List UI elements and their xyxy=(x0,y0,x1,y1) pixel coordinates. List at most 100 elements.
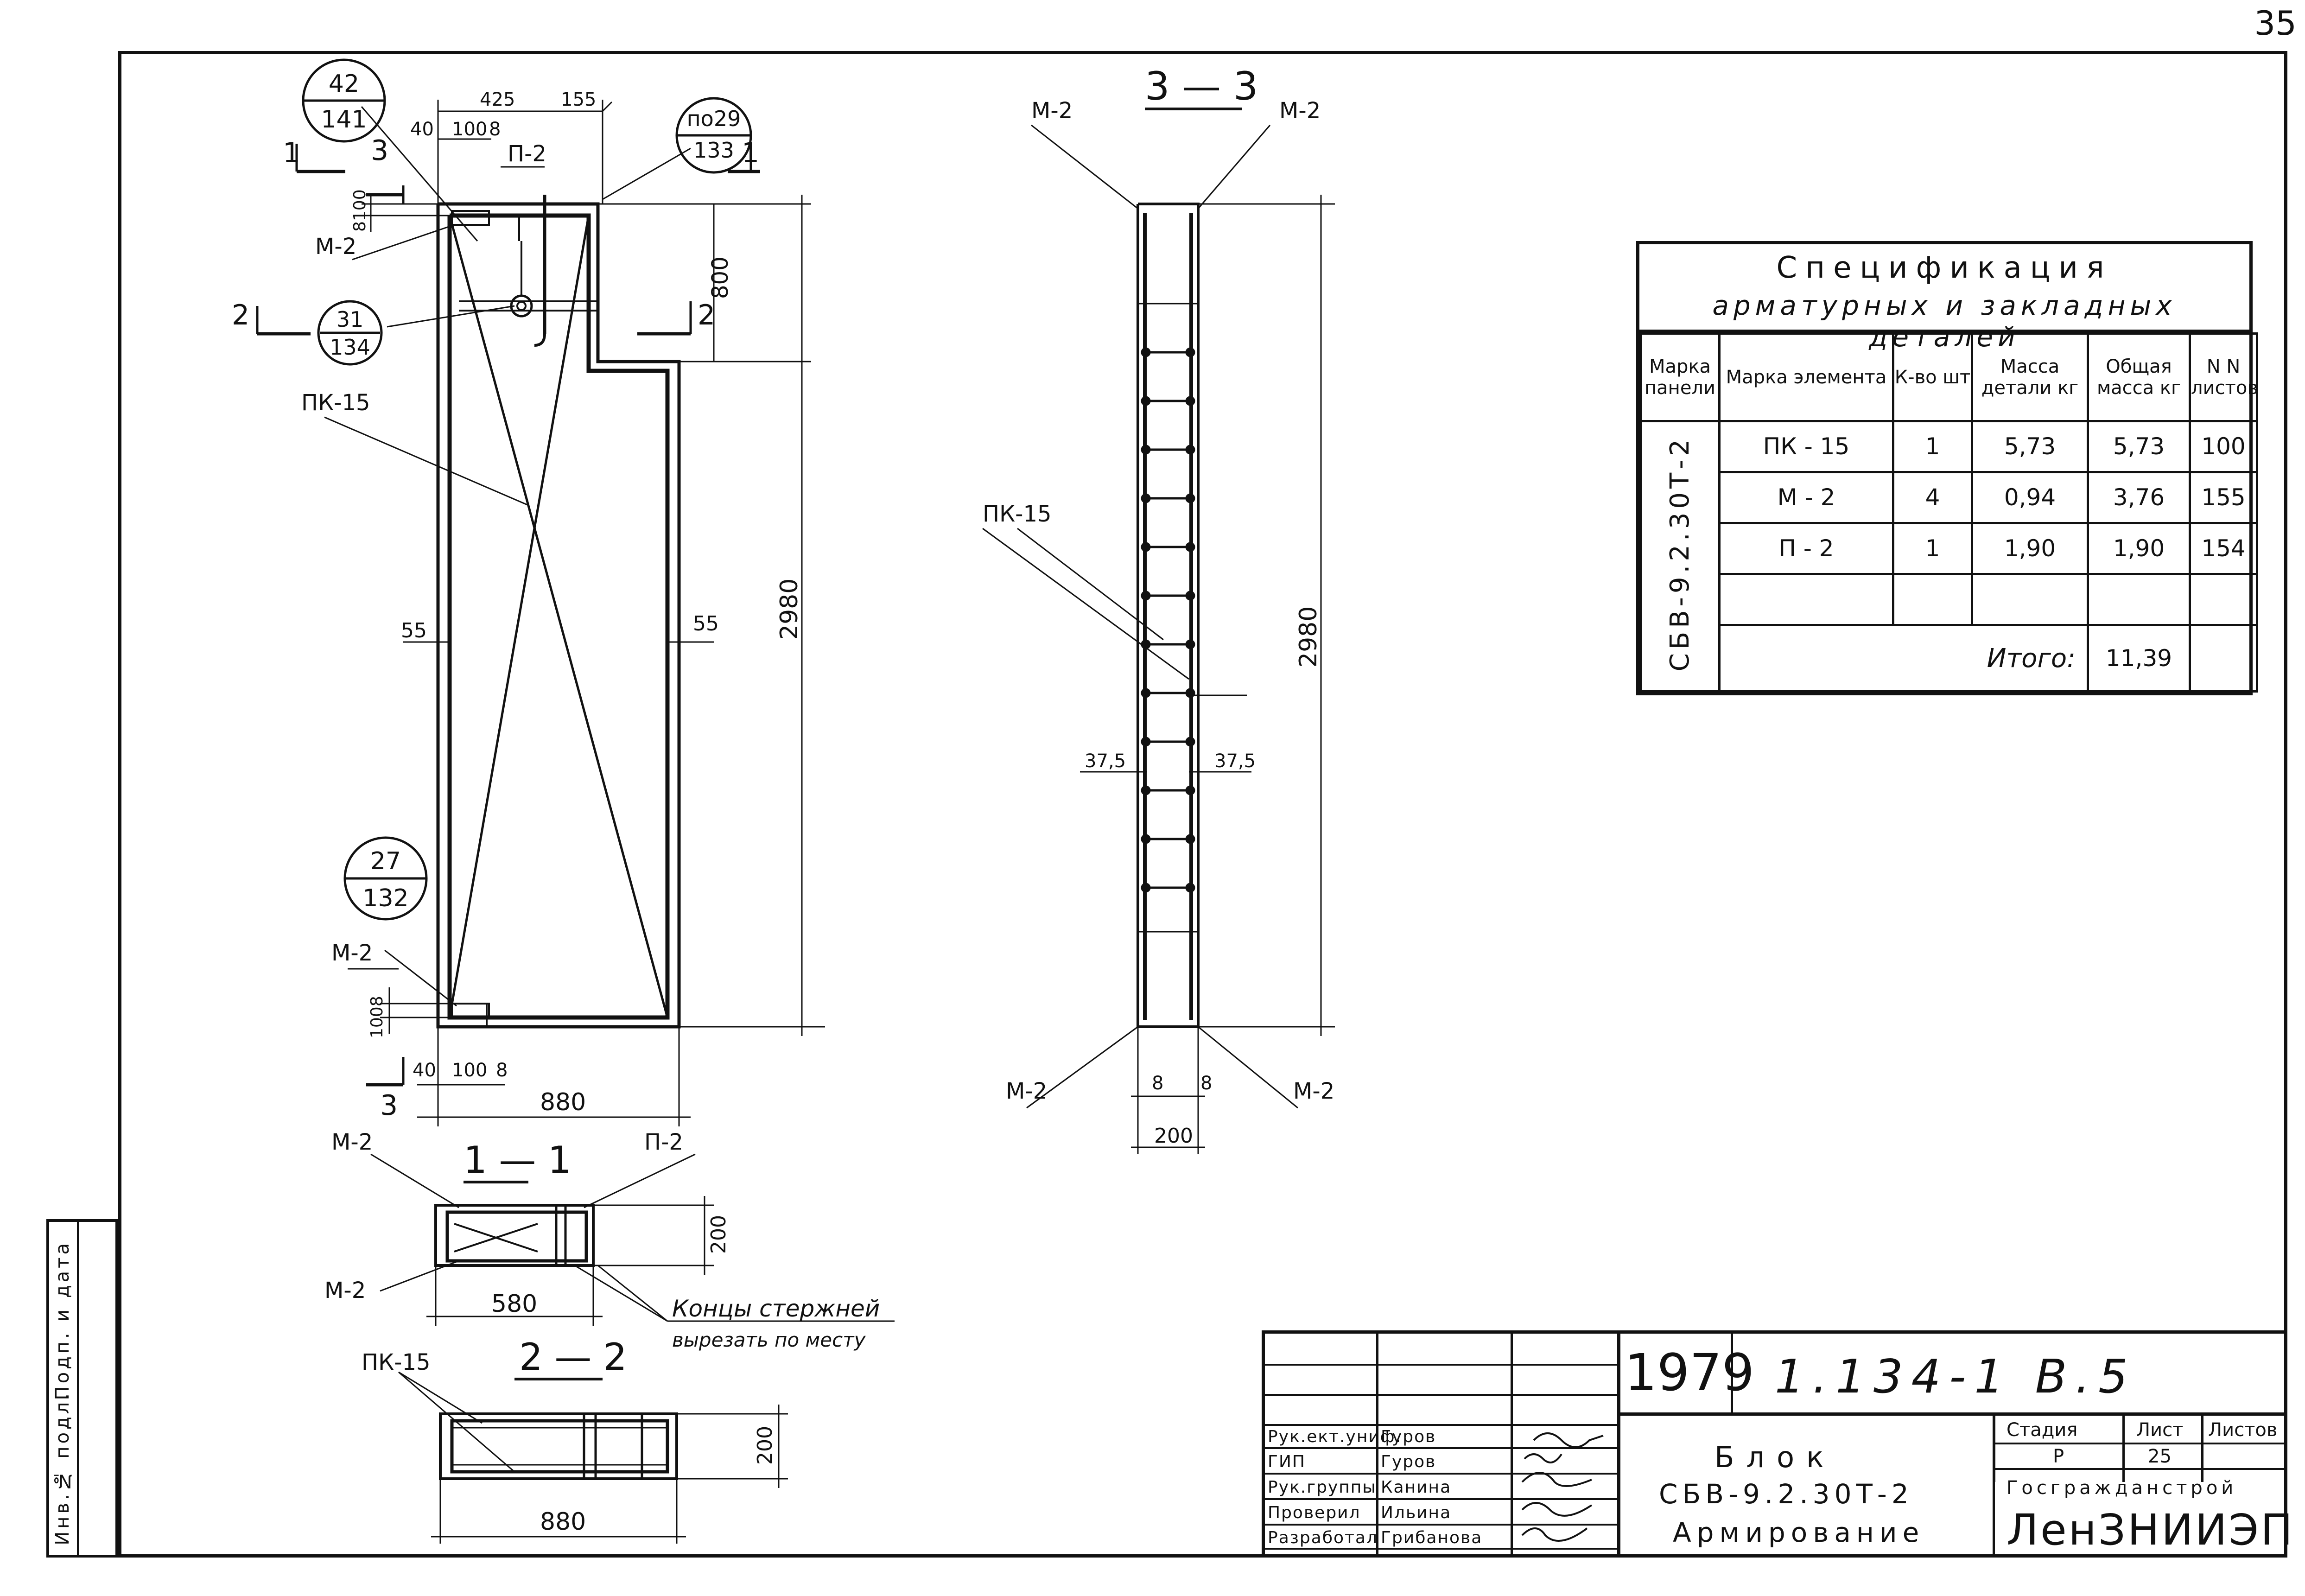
dim-880-main: 880 xyxy=(540,1088,586,1116)
spec-total-label: Итого: xyxy=(1718,624,2089,693)
spec-header-qty: К-во шт xyxy=(1892,332,1973,422)
tb-divider xyxy=(1265,1447,1617,1449)
title-block: 1979 1.134-1 В.5 Рук.ект.униф. Гуров ГИП… xyxy=(1262,1330,2292,1558)
rebar-dot xyxy=(1141,834,1151,844)
spec-title-block: Спецификация арматурных и закладных дета… xyxy=(1639,244,2249,353)
spec-cell-qty: 1 xyxy=(1892,420,1973,473)
rebar-dot xyxy=(1185,493,1195,503)
tb-role: ГИП xyxy=(1268,1452,1306,1471)
section-2-2-title: 2 — 2 xyxy=(519,1335,627,1379)
label-pk15-main: ПК-15 xyxy=(301,390,370,416)
tb-sheet-label: Лист xyxy=(2136,1419,2184,1441)
rebar-dot xyxy=(1185,347,1195,357)
dim-2980-main: 2980 xyxy=(775,579,803,640)
tb-name-line3: Армирование xyxy=(1673,1517,1925,1548)
page-number: 35 xyxy=(2254,4,2297,43)
side-stamp-strip: Инв.№ подл. Подп. и дата xyxy=(46,1219,118,1558)
section-2-2 xyxy=(398,1371,788,1544)
rebar-dot xyxy=(1185,396,1195,406)
section-3-3-pk15: ПК-15 xyxy=(983,501,1052,527)
tb-divider xyxy=(1617,1334,1620,1558)
spec-cell-qty: 4 xyxy=(1892,471,1973,524)
spec-empty-cell xyxy=(1892,573,1973,627)
spec-total-row: Итого: 11,39 xyxy=(1641,624,2258,693)
tb-org-line2: ЛенЗНИИЭП xyxy=(2007,1505,2295,1555)
note-line-2: вырезать по месту xyxy=(672,1329,866,1351)
section-2-2-dim-880: 880 xyxy=(540,1508,586,1536)
section-3-3-dim-2980: 2980 xyxy=(1295,606,1322,668)
tb-role: Проверил xyxy=(1268,1503,1361,1522)
rebar-dot xyxy=(1185,688,1195,698)
callout-circles xyxy=(302,58,752,921)
rebar-dot xyxy=(1141,445,1151,455)
tb-divider xyxy=(1265,1473,1617,1475)
dim-1008: 1008 xyxy=(368,996,387,1038)
rebar-dot xyxy=(1141,639,1151,649)
dim-425: 425 xyxy=(480,89,515,110)
rebar-dot xyxy=(1141,542,1151,552)
tb-year: 1979 xyxy=(1625,1343,1754,1402)
callout-4-num: 27 xyxy=(370,847,401,875)
spec-header-mass: Масса детали кг xyxy=(1971,332,2089,422)
spec-header-total-mass: Общая масса кг xyxy=(2087,332,2191,422)
tb-role: Рук.ект.униф. xyxy=(1268,1427,1402,1446)
specification-table: Спецификация арматурных и закладных дета… xyxy=(1636,241,2258,695)
spec-empty-cell xyxy=(2087,573,2191,627)
section-3-3-m2-tl: М-2 xyxy=(1031,98,1073,124)
rebar-dot xyxy=(1185,445,1195,455)
tb-sheets-label: Листов xyxy=(2208,1419,2278,1441)
spec-title: Спецификация xyxy=(1776,251,2113,285)
main-view-labels: 425 155 40 100 8 П-2 М-2 ПК-15 55 55 880… xyxy=(232,89,803,1122)
dim-8-bottom: 8 xyxy=(496,1060,508,1081)
spec-cell-sheet: 154 xyxy=(2189,521,2258,576)
rebar-dot xyxy=(1185,834,1195,844)
section-3-3-dim-375-right: 37,5 xyxy=(1214,750,1256,772)
section-3-3-m2-bl: М-2 xyxy=(1006,1078,1047,1104)
spec-cell-mass: 1,90 xyxy=(1971,521,2089,576)
section-1-1-title: 1 — 1 xyxy=(464,1138,571,1182)
rebar-dot xyxy=(1185,542,1195,552)
tb-person: Канина xyxy=(1381,1478,1452,1497)
spec-empty-cell xyxy=(1971,573,2089,627)
callout-3-num: 31 xyxy=(337,307,364,332)
rebar-dot xyxy=(1141,396,1151,406)
table-row: М - 2 4 0,94 3,76 155 xyxy=(1641,471,2258,524)
rebar-dot xyxy=(1185,591,1195,601)
tb-divider xyxy=(1993,1412,1995,1558)
section-3-3 xyxy=(982,108,1335,1154)
tb-divider xyxy=(2201,1412,2203,1482)
spec-cell-sheet: 155 xyxy=(2189,471,2258,524)
cut-3-top: 3 xyxy=(371,134,388,167)
table-row: П - 2 1 1,90 1,90 154 xyxy=(1641,521,2258,576)
tb-divider xyxy=(1993,1468,2287,1470)
spec-cell-mass: 5,73 xyxy=(1971,420,2089,473)
callout-3-den: 134 xyxy=(330,335,370,360)
strip-divider xyxy=(77,1222,79,1555)
rebar-dot xyxy=(1141,737,1151,747)
rebar-dot xyxy=(1141,688,1151,698)
dim-8100: 8100 xyxy=(350,189,369,232)
tb-code: 1.134-1 В.5 xyxy=(1775,1349,2136,1404)
section-1-1-m2-bottom: М-2 xyxy=(324,1278,366,1304)
section-2-2-dim-200: 200 xyxy=(753,1426,777,1465)
tb-person: Ильина xyxy=(1381,1503,1452,1522)
callout-labels: 42 141 по29 133 31 134 27 132 xyxy=(321,70,741,912)
label-m2-top: М-2 xyxy=(315,234,356,260)
dim-40: 40 xyxy=(410,119,434,140)
spec-header-element: Марка элемента xyxy=(1718,332,1894,422)
tb-org-line1: Госгражданстрой xyxy=(2007,1477,2237,1499)
spec-cell-total: 3,76 xyxy=(2087,471,2191,524)
section-1-1-labels: 1 — 1 М-2 П-2 М-2 580 200 Концы стержней… xyxy=(324,1129,880,1351)
rebar-dot xyxy=(1185,737,1195,747)
dim-55-right: 55 xyxy=(693,612,719,636)
tb-divider xyxy=(1265,1364,1617,1366)
tb-divider xyxy=(1265,1548,1617,1550)
section-3-3-dim-8-left: 8 xyxy=(1152,1073,1163,1094)
spec-header-sheets: N N листов xyxy=(2189,332,2258,422)
strip-sign-label: Подп. и дата xyxy=(52,1240,73,1400)
tb-role: Рук.группы xyxy=(1268,1478,1377,1497)
section-3-3-dim-375-left: 37,5 xyxy=(1085,750,1126,772)
table-row-empty xyxy=(1641,573,2258,627)
spec-cell-total: 5,73 xyxy=(2087,420,2191,473)
